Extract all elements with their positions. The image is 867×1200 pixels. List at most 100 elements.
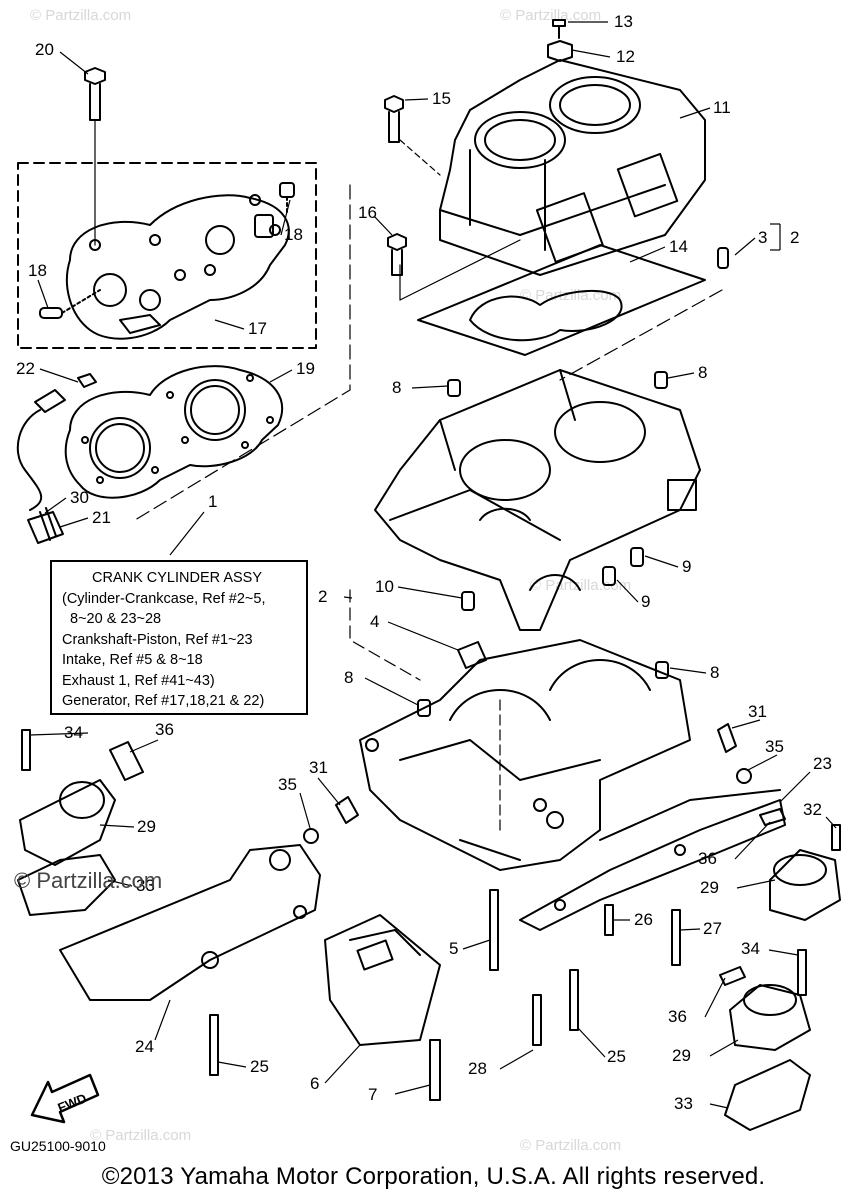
callout-17: 17: [248, 319, 267, 338]
callout-25: 25: [607, 1047, 626, 1066]
callout-29: 29: [672, 1046, 691, 1065]
callout-21: 21: [92, 508, 111, 527]
engine-mount-29-left-drawing: [19, 779, 116, 866]
leader-line: [349, 589, 421, 681]
callout-3: 3: [758, 228, 767, 247]
bolt-34-drawing: [797, 949, 807, 996]
callout-8: 8: [392, 378, 401, 397]
bolt-31-drawing: [717, 723, 737, 753]
washer-35-drawing: [736, 768, 752, 784]
assy-line: Crankshaft-Piston, Ref #1~23: [62, 631, 253, 648]
fwd-arrow-icon: [30, 1073, 100, 1124]
callout-26: 26: [634, 910, 653, 929]
callout-27: 27: [703, 919, 722, 938]
copyright-notice: ©2013 Yamaha Motor Corporation, U.S.A. A…: [101, 1163, 766, 1190]
assy-line: Exhaust 1, Ref #41~43): [62, 672, 215, 689]
bolt-25-drawing: [209, 1014, 219, 1076]
assy-title: CRANK CYLINDER ASSY: [91, 570, 263, 586]
callout-28: 28: [468, 1059, 487, 1078]
watermark: © Partzilla.com: [530, 577, 631, 594]
callout-14: 14: [669, 237, 688, 256]
partzilla-watermark: © Partzilla.com: [14, 868, 163, 893]
dowel-pin-8-drawing: [447, 379, 461, 397]
assy-line: Generator, Ref #17,18,21 & 22): [62, 693, 265, 709]
shim-36-drawing: [759, 808, 786, 826]
bolt-26-drawing: [604, 904, 614, 936]
leader-line: [399, 239, 521, 301]
screw-13-drawing: [552, 19, 566, 39]
callout-35: 35: [765, 737, 784, 756]
cylinder-head-17-drawing: [66, 194, 290, 340]
callout-2: 2: [318, 587, 327, 606]
engine-mount-29-right-drawing: [769, 849, 841, 921]
mount-base-33-drawing: [724, 1059, 811, 1131]
hose-assembly-drawing: [16, 373, 97, 544]
bolt-31-drawing: [335, 796, 359, 824]
leader-line: [134, 184, 351, 521]
bolt-32-drawing: [831, 824, 841, 851]
assy-line: (Cylinder-Crankcase, Ref #2~5,: [62, 590, 266, 607]
mount-base-33-drawing: [17, 854, 116, 916]
plug-18-left-drawing: [39, 289, 101, 319]
callout-8: 8: [344, 668, 353, 687]
callout-34: 34: [741, 939, 760, 958]
watermark: © Partzilla.com: [500, 7, 601, 24]
callout-22: 22: [16, 359, 35, 378]
callout-13: 13: [614, 12, 633, 31]
callout-1: 1: [208, 492, 217, 511]
bolt-28-drawing: [532, 994, 542, 1046]
callout-2: 2: [790, 228, 799, 247]
cylinder-block-11-drawing: [439, 59, 706, 276]
callout-35: 35: [278, 775, 297, 794]
leader-line: [399, 139, 441, 176]
watermark: © Partzilla.com: [520, 1137, 621, 1154]
bolt-25-drawing: [569, 969, 579, 1031]
mount-plate-24-drawing: [59, 844, 321, 1001]
crank-cylinder-assy-box: CRANK CYLINDER ASSY (Cylinder-Crankcase,…: [50, 560, 308, 715]
callout-11: 11: [713, 98, 731, 117]
callout-8: 8: [698, 363, 707, 382]
bolt-5-drawing: [489, 889, 499, 971]
generator-group-box: [17, 162, 317, 349]
diagram-code: GU25100-9010: [10, 1138, 106, 1154]
clip-12-drawing: [547, 40, 573, 62]
callout-15: 15: [432, 89, 451, 108]
mount-plate-23-drawing: [519, 789, 786, 931]
bolt-15-drawing: [384, 95, 404, 143]
callout-9: 9: [641, 592, 650, 611]
callout-4: 4: [370, 612, 379, 631]
callout-31: 31: [309, 758, 328, 777]
bolt-7-drawing: [429, 1039, 441, 1101]
dowel-pin-8-drawing: [417, 699, 431, 717]
pin-9-drawing: [602, 566, 616, 586]
callout-19: 19: [296, 359, 315, 378]
callout-25: 25: [250, 1057, 269, 1076]
assy-line: Intake, Ref #5 & 8~18: [62, 652, 203, 668]
washer-35-drawing: [303, 828, 319, 844]
callout-20: 20: [35, 40, 54, 59]
callout-5: 5: [449, 939, 458, 958]
callout-33: 33: [136, 876, 155, 895]
cylinder-gasket-14-drawing: [417, 244, 706, 356]
callout-18: 18: [284, 225, 303, 244]
dowel-pin-8-drawing: [655, 661, 669, 679]
callout-36: 36: [155, 720, 174, 739]
bushing-4-drawing: [457, 641, 487, 669]
callout-36: 36: [668, 1007, 687, 1026]
watermark: © Partzilla.com: [30, 7, 131, 24]
callout-12: 12: [616, 47, 635, 66]
callout-32: 32: [803, 800, 822, 819]
callout-8: 8: [710, 663, 719, 682]
watermarks: © Partzilla.com © Partzilla.com © Partzi…: [30, 7, 631, 1154]
oil-pan-6-drawing: [324, 914, 441, 1046]
head-gasket-19-drawing: [64, 365, 284, 499]
callout-9: 9: [682, 557, 691, 576]
leader-line: [559, 289, 723, 381]
lower-crankcase-drawing: [359, 639, 691, 871]
bolt-34-drawing: [21, 729, 31, 771]
shim-36-drawing: [719, 966, 746, 986]
pin-9-drawing: [630, 547, 644, 567]
callout-33: 33: [674, 1094, 693, 1113]
watermark: © Partzilla.com: [90, 1127, 191, 1144]
